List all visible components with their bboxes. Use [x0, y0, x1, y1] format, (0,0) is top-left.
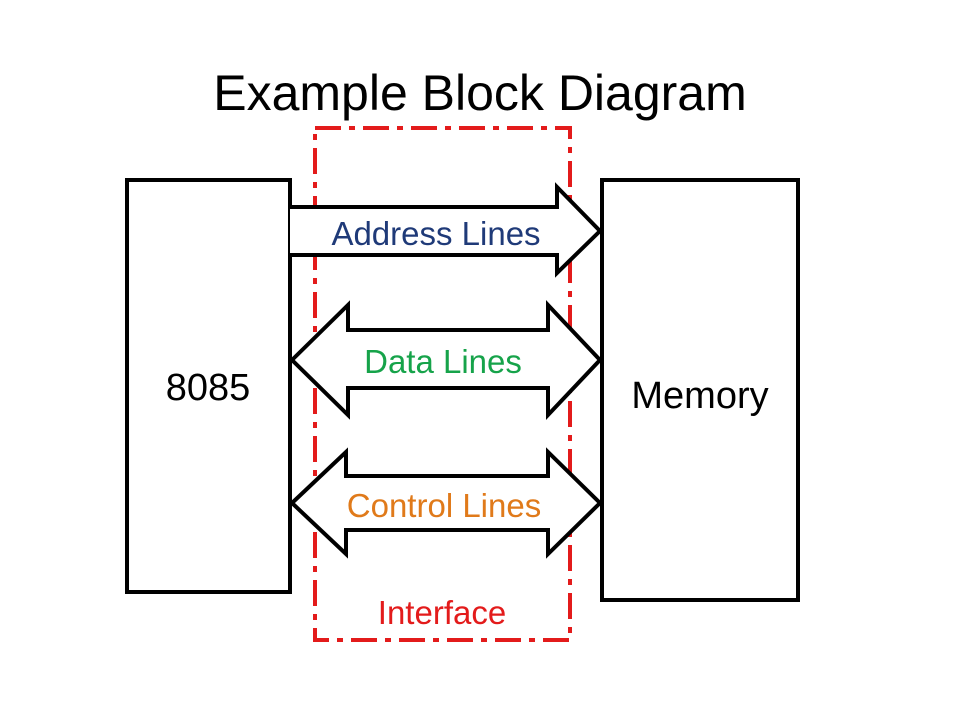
control-bus-label: Control Lines	[347, 487, 541, 524]
data-bus-label: Data Lines	[364, 343, 522, 380]
memory-block	[600, 178, 800, 602]
cpu-label: 8085	[166, 367, 251, 409]
page-title: Example Block Diagram	[213, 65, 747, 121]
address-bus-label: Address Lines	[331, 215, 540, 252]
interface-label: Interface	[378, 594, 506, 631]
memory-label: Memory	[631, 375, 768, 417]
cpu-block	[125, 178, 292, 594]
control-bus-arrow	[289, 447, 603, 559]
data-bus-arrow	[289, 299, 603, 421]
address-bus-arrow	[290, 182, 603, 278]
